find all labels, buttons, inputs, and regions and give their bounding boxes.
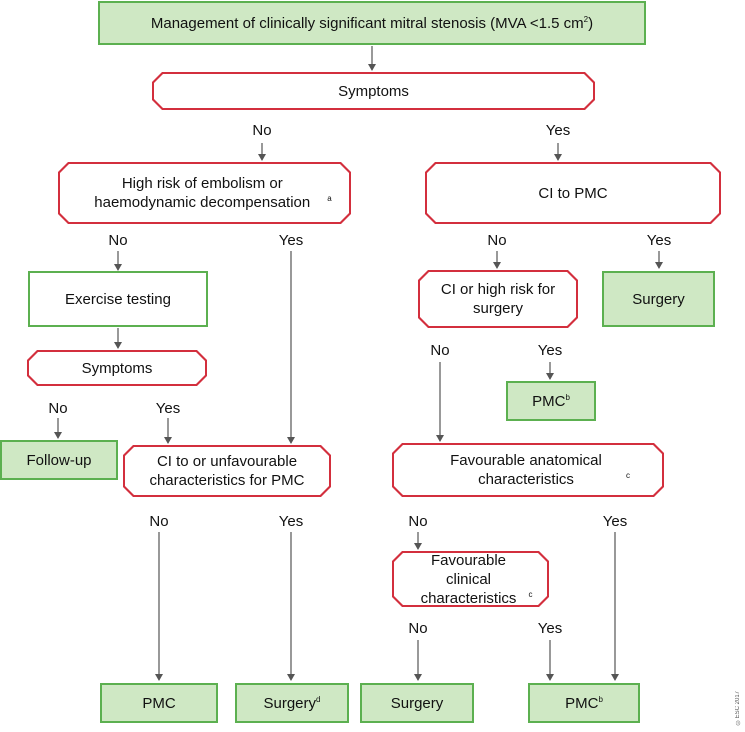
high-risk-label: High risk of embolism or haemodynamic de… xyxy=(94,175,311,211)
surgery-d-label: Surgery xyxy=(263,694,317,712)
pmc-b-bottom-label: PMC xyxy=(565,694,599,712)
title-superscript: 2 xyxy=(583,14,589,24)
pmc-mid-superscript: b xyxy=(565,392,570,402)
title-end: ) xyxy=(588,14,594,32)
ci-unfavourable-label: CI to or unfavourable characteristics fo… xyxy=(149,453,305,489)
label-no-symptomsleft: No xyxy=(48,400,68,417)
ci-high-risk-surgery-label: CI or high risk for surgery xyxy=(440,281,556,317)
high-risk-superscript: a xyxy=(327,194,332,203)
pmc-b-bottom-box: PMCb xyxy=(528,683,640,723)
symptoms-left-label: Symptoms xyxy=(81,359,153,377)
label-yes-favclin: Yes xyxy=(537,620,563,637)
label-yes-cihigh: Yes xyxy=(537,342,563,359)
label-no-favclin: No xyxy=(408,620,428,637)
surgery-d-box: Surgeryd xyxy=(235,683,349,723)
label-no-ciunfav: No xyxy=(149,513,169,530)
favourable-clinical-label: Favourable clinical characteristics xyxy=(420,551,517,607)
symptoms-top-node: Symptoms xyxy=(152,72,595,110)
favourable-anatomical-node: Favourable anatomical characteristics c xyxy=(392,443,664,497)
label-yes-favanat: Yes xyxy=(602,513,628,530)
label-no-highrisk: No xyxy=(108,232,128,249)
surgery-right-top-label: Surgery xyxy=(632,290,685,308)
label-yes-ciunfav: Yes xyxy=(278,513,304,530)
ci-to-pmc-node: CI to PMC xyxy=(425,162,721,224)
label-yes-symptomsleft: Yes xyxy=(155,400,181,417)
ci-to-pmc-label: CI to PMC xyxy=(538,184,608,202)
favourable-anatomical-label: Favourable anatomical characteristics xyxy=(450,452,602,488)
copyright-text: ©ESC 2017 xyxy=(735,690,741,724)
symptoms-top-label: Symptoms xyxy=(338,82,409,100)
pmc-bottom-label: PMC xyxy=(142,694,176,712)
pmc-b-bottom-superscript: b xyxy=(598,694,603,704)
follow-up-box: Follow-up xyxy=(0,440,118,480)
label-yes-citopmc: Yes xyxy=(646,232,672,249)
label-no-favanat: No xyxy=(408,513,428,530)
surgery-bottom-box: Surgery xyxy=(360,683,474,723)
label-no-cihigh: No xyxy=(430,342,450,359)
label-yes-highrisk: Yes xyxy=(278,232,304,249)
follow-up-label: Follow-up xyxy=(26,451,92,469)
favourable-anatomical-superscript: c xyxy=(626,471,630,480)
pmc-mid-label: PMC xyxy=(532,392,566,410)
pmc-mid-box: PMCb xyxy=(506,381,596,421)
exercise-testing-label: Exercise testing xyxy=(65,290,171,308)
favourable-clinical-superscript: c xyxy=(528,589,533,599)
exercise-testing-box: Exercise testing xyxy=(28,271,208,327)
ci-unfavourable-node: CI to or unfavourable characteristics fo… xyxy=(123,445,331,497)
title-text: Management of clinically significant mit… xyxy=(150,14,584,32)
label-yes-symptoms: Yes xyxy=(545,122,571,139)
title-box: Management of clinically significant mit… xyxy=(98,1,646,45)
label-no-citopmc: No xyxy=(487,232,507,249)
label-no-symptoms: No xyxy=(252,122,272,139)
pmc-bottom-box: PMC xyxy=(100,683,218,723)
favourable-clinical-node: Favourable clinical characteristics c xyxy=(392,551,549,607)
surgery-d-superscript: d xyxy=(316,694,321,704)
surgery-right-top-box: Surgery xyxy=(602,271,715,327)
ci-high-risk-surgery-node: CI or high risk for surgery xyxy=(418,270,578,328)
surgery-bottom-label: Surgery xyxy=(390,694,444,712)
symptoms-left-node: Symptoms xyxy=(27,350,207,386)
high-risk-node: High risk of embolism or haemodynamic de… xyxy=(58,162,351,224)
